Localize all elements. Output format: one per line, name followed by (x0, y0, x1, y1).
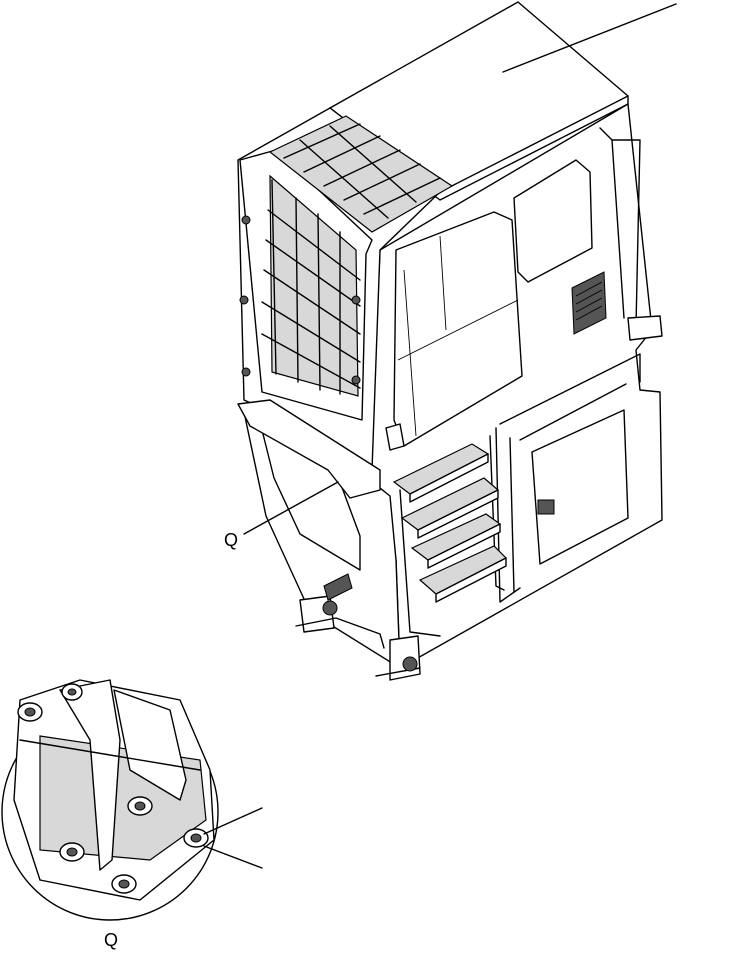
detail-bolt (17, 702, 43, 722)
main-view-callout-label: Q (224, 530, 238, 550)
detail-leader-line-lower (203, 845, 263, 869)
detail-bolt (111, 874, 137, 894)
step-2 (400, 477, 500, 539)
main-view-leader-line (243, 481, 339, 535)
roof-leader-line (502, 3, 677, 73)
detail-bolt (61, 683, 83, 701)
door-window (385, 211, 523, 451)
lower-door-panel (495, 353, 641, 603)
detail-leader-line-upper (203, 807, 263, 835)
vent-grille (571, 271, 607, 335)
detail-bolt (127, 796, 153, 816)
detail-bolt (183, 828, 209, 848)
detail-bolts (17, 683, 209, 894)
top-guard (268, 115, 454, 233)
access-hatch (531, 409, 629, 565)
detail-bolt (59, 842, 85, 862)
step-1 (392, 443, 490, 503)
cab-mount-feet (295, 573, 421, 681)
front-guard (237, 149, 381, 499)
cab-steps (392, 435, 508, 637)
detail-view-callout-label: Q (104, 930, 118, 950)
step-4 (418, 545, 508, 603)
rear-side-window (513, 159, 607, 335)
detail-view-q (1, 679, 263, 921)
step-3 (410, 513, 502, 569)
